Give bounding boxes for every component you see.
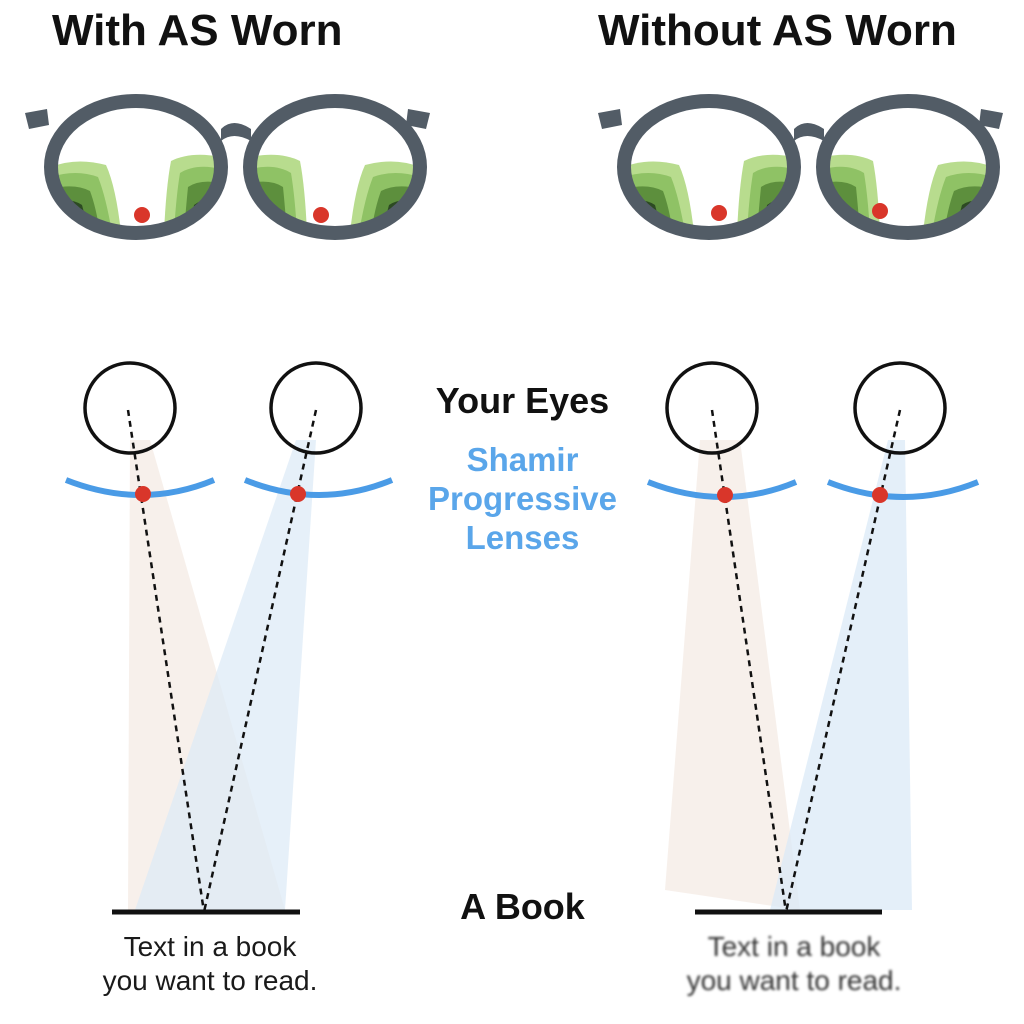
optics-with-as [64, 361, 394, 915]
lens-point-right-noas [872, 487, 888, 503]
title-with-as-worn: With AS Worn [52, 6, 343, 55]
sightline-left [126, 409, 206, 913]
eye-circle-icon-right [269, 361, 363, 455]
sightline-right [202, 409, 318, 913]
visual-field-right-eye [135, 440, 316, 910]
lens-map-right-eye [243, 94, 427, 240]
a-book-label: A Book [460, 886, 585, 927]
optics-without-as [646, 361, 980, 915]
your-eyes-label: Your Eyes [435, 380, 610, 421]
lens-point-right [290, 486, 306, 502]
pupil-dot-left-noas [711, 205, 727, 221]
eyeglasses-icon-with-as [25, 94, 430, 240]
eyeglasses-icon-without-as [598, 94, 1003, 240]
caption-blurred: Text in a book you want to read. [634, 930, 954, 998]
caption-clear: Text in a book you want to read. [50, 930, 370, 998]
caption-line1-blurred: Text in a book [707, 931, 881, 962]
visual-field-right-eye-noas [770, 440, 912, 910]
eye-circle-icon-right-noas [853, 361, 947, 455]
shamir-progressive-lenses-label: Shamir Progressive Lenses [400, 440, 645, 557]
eye-circle-icon-left [83, 361, 177, 455]
caption-line2: you want to read. [102, 965, 318, 996]
lens-arc-icon-right [243, 477, 394, 498]
glasses-frame-left [25, 109, 430, 141]
lens-label-line2: Progressive [428, 480, 617, 517]
lens-point-left [135, 486, 151, 502]
lens-label-line3: Lenses [465, 519, 580, 556]
sightline-right-noas [784, 409, 902, 913]
lens-map-left-eye [44, 94, 228, 240]
pupil-dot-right [313, 207, 329, 223]
sightline-left-noas [710, 409, 788, 913]
lens-label-line1: Shamir [466, 441, 579, 478]
lens-point-left-noas [717, 487, 733, 503]
lens-arc-icon-right-noas [826, 479, 980, 500]
pupil-dot-right-noas [872, 203, 888, 219]
glasses-frame-right [598, 109, 1003, 141]
title-without-as-worn: Without AS Worn [598, 6, 957, 55]
caption-line2-blurred: you want to read. [686, 965, 902, 996]
lens-map-right-eye-noas [816, 94, 1000, 240]
lens-map-left-eye-noas [617, 94, 801, 240]
eye-circle-icon-left-noas [665, 361, 759, 455]
pupil-dot-left [134, 207, 150, 223]
caption-line1: Text in a book [123, 931, 297, 962]
visual-field-left-eye-noas [665, 440, 800, 910]
